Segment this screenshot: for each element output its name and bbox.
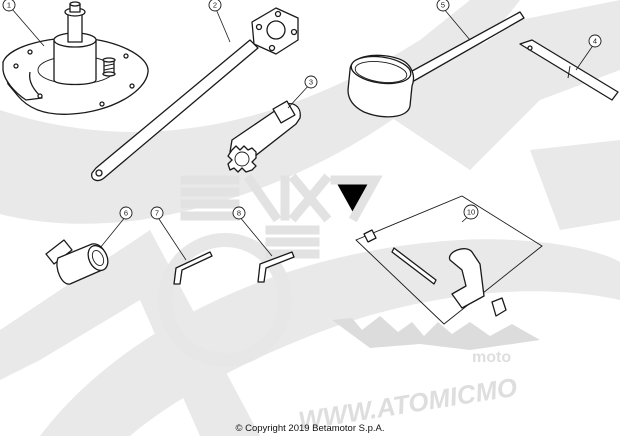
callout-1-label: 1 bbox=[7, 1, 11, 10]
gear-teeth bbox=[227, 145, 257, 173]
callout-8: 8 bbox=[232, 206, 246, 220]
watermark-logo bbox=[180, 173, 383, 259]
part-8-hex-key bbox=[257, 251, 295, 283]
part-7-hex-key bbox=[173, 251, 213, 285]
callout-3-label: 3 bbox=[309, 78, 313, 87]
callout-4: 4 bbox=[588, 34, 602, 48]
part-1-flywheel-holder bbox=[2, 1, 149, 115]
part-5-strap-wrench bbox=[347, 11, 525, 118]
callout-3: 3 bbox=[304, 75, 318, 89]
part-4-flat-bar bbox=[519, 39, 619, 101]
callout-6-label: 6 bbox=[124, 209, 128, 218]
callout-2-label: 2 bbox=[213, 1, 217, 10]
callout-7: 7 bbox=[150, 206, 164, 220]
part-6-adapter bbox=[45, 239, 109, 285]
callout-leaders bbox=[11, 8, 595, 261]
callout-5: 5 bbox=[436, 0, 450, 12]
callout-8-label: 8 bbox=[237, 209, 241, 218]
callout-7-label: 7 bbox=[155, 209, 159, 218]
callout-1: 1 bbox=[2, 0, 16, 12]
part-2-holding-spanner bbox=[91, 7, 299, 182]
callout-10-label: 10 bbox=[467, 208, 475, 217]
callout-2: 2 bbox=[208, 0, 222, 12]
callout-5-label: 5 bbox=[441, 1, 445, 10]
watermark-atomic-logo: moto WWW.ATOMICMO bbox=[296, 316, 540, 436]
watermark-brand-text: moto bbox=[472, 349, 511, 366]
copyright-notice: © Copyright 2019 Betamotor S.p.A. bbox=[235, 423, 385, 434]
callout-4-label: 4 bbox=[593, 37, 597, 46]
part-10-kit bbox=[355, 195, 543, 325]
callout-bubbles: 1 2 3 4 5 6 7 8 10 bbox=[2, 0, 602, 220]
callout-6: 6 bbox=[119, 206, 133, 220]
callout-10: 10 bbox=[463, 204, 479, 220]
